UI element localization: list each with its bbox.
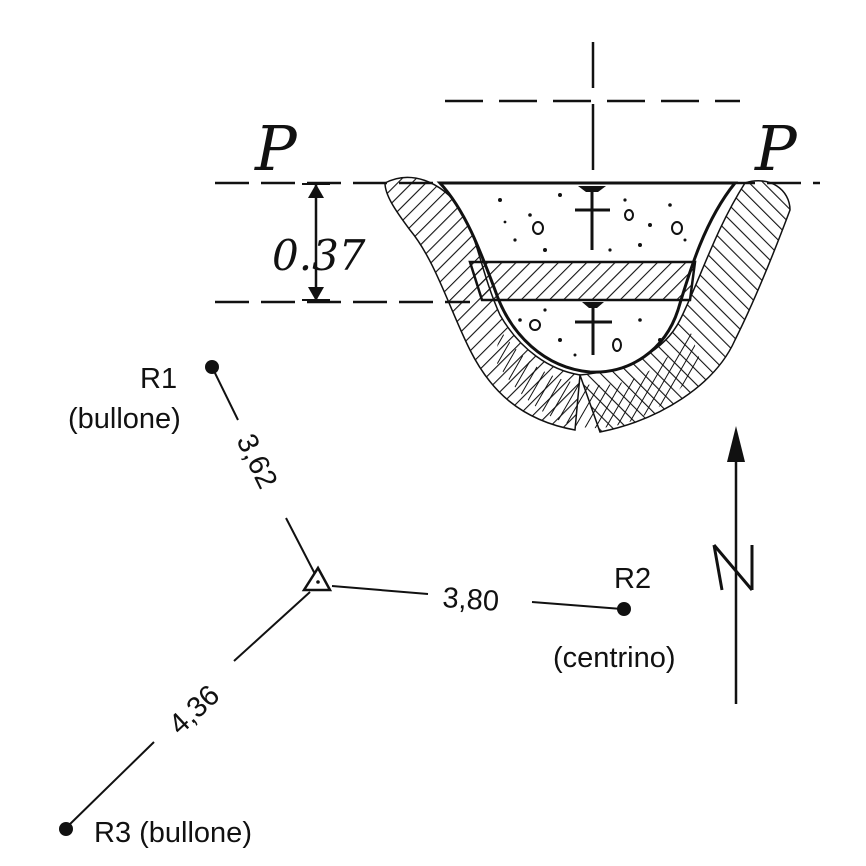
soil-bottom (495, 330, 700, 429)
lower-fill-texture (518, 308, 662, 357)
tie-line-r2-right (531, 601, 623, 610)
north-arrow-icon (712, 426, 754, 704)
upper-marker (575, 186, 610, 250)
tie-line-r3-lower (66, 741, 155, 828)
point-r2 (617, 602, 631, 616)
r1-type: (bullone) (68, 403, 181, 435)
survey-ties: R1 (bullone) 3,62 R2 (centrino) 3,80 R3 … (59, 360, 676, 849)
point-r3 (59, 822, 73, 836)
plane-label-left: P (254, 112, 298, 185)
depth-dimension (302, 183, 330, 301)
tie-line-r3-upper (233, 591, 311, 662)
r3-name: R3 (bullone) (94, 817, 252, 849)
r3-distance: 4,36 (163, 679, 226, 741)
r1-name: R1 (140, 363, 177, 395)
station-triangle-icon (301, 565, 333, 592)
north-symbol-text: N (0, 0, 1, 1)
point-r1 (205, 360, 219, 374)
r1-distance: 3,62 (230, 429, 284, 494)
depth-label: 0.37 (272, 231, 366, 280)
upper-fill-texture (498, 193, 687, 252)
tie-line-r1-lower (285, 517, 317, 577)
pit-section: 0.37 P P (215, 42, 820, 433)
plane-label-right: P (754, 112, 798, 185)
r2-distance: 3,80 (442, 582, 501, 618)
hatched-layer (468, 260, 697, 302)
lower-marker (575, 302, 612, 355)
r2-name: R2 (614, 563, 651, 595)
r2-type: (centrino) (553, 642, 676, 674)
tie-line-r1-upper (212, 368, 239, 421)
tie-line-r2-left (331, 585, 429, 595)
